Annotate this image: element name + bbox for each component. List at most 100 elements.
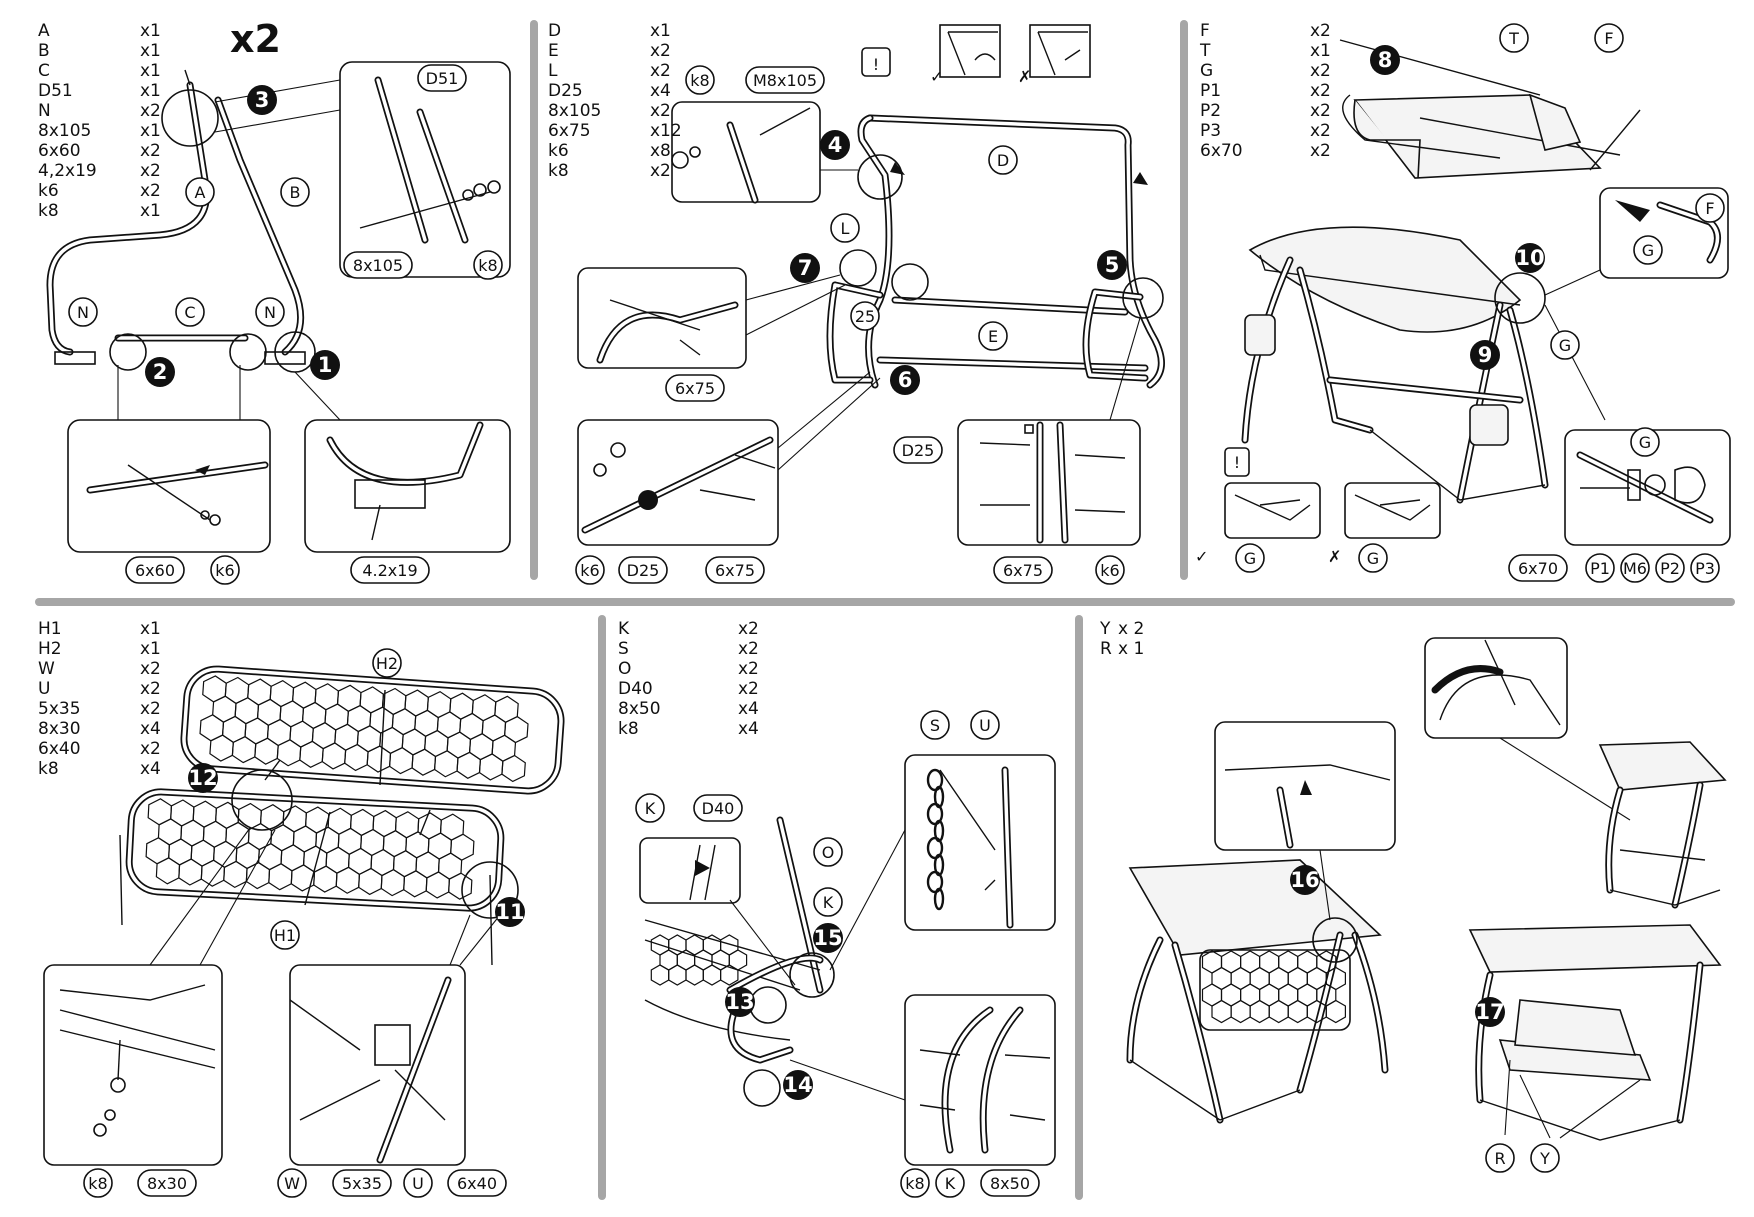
part-code: 8x105 <box>548 101 601 121</box>
part-code: T <box>1199 41 1211 61</box>
callout-y: Y <box>1530 1143 1560 1173</box>
detail-box-spring <box>1214 721 1396 851</box>
swing-without-seat-drawing <box>1598 741 1727 909</box>
part-quantity: x1 <box>140 639 161 659</box>
part-code: Y <box>1099 619 1111 639</box>
callout-label: 6x70 <box>1518 559 1558 578</box>
mesh-cell <box>334 723 359 751</box>
part-code: S <box>618 639 629 659</box>
part-quantity: x2 <box>738 679 759 699</box>
callout-label: k6 <box>1100 561 1119 580</box>
callout-label: 6x60 <box>135 561 175 580</box>
part-quantity: x1 <box>140 619 161 639</box>
mesh-cell <box>481 714 507 742</box>
callout-u: U <box>403 1168 433 1198</box>
mesh-cell <box>145 837 170 865</box>
callout-l: L <box>830 213 860 243</box>
part-quantity: x12 <box>650 121 682 141</box>
part-code: W <box>38 659 55 679</box>
callout-g: G <box>1235 543 1265 573</box>
callout-label: K <box>945 1174 956 1193</box>
callout-p1: P1 <box>1585 553 1615 583</box>
callout-label: 6x75 <box>675 379 715 398</box>
callout-n: N <box>255 297 285 327</box>
step-badge-11: 11 <box>495 897 525 927</box>
mesh-cell <box>356 725 382 753</box>
callout-w: W <box>277 1168 307 1198</box>
part-quantity: x4 <box>738 699 759 719</box>
cross-canopy-icon: ✗ <box>1328 547 1341 566</box>
mesh-cell <box>178 858 203 886</box>
callout-k8: k8 <box>900 1168 930 1198</box>
mesh-cell <box>1249 999 1270 1024</box>
part-quantity: x2 <box>650 161 671 181</box>
mesh-cell <box>314 683 340 711</box>
swing-with-cushion-drawing <box>1468 924 1722 1141</box>
mesh-cell <box>221 715 247 744</box>
mesh-cell <box>337 827 363 855</box>
swing-assembled-drawing <box>1241 226 1549 504</box>
chain-link <box>933 887 945 911</box>
callout-h6x75: 6x75 <box>705 556 765 584</box>
mesh-cell <box>468 733 494 761</box>
callout-label: G <box>1559 336 1571 355</box>
mesh-cell <box>213 840 238 868</box>
part-code: k8 <box>618 719 639 739</box>
callout-e: E <box>978 321 1008 351</box>
mesh-cell <box>311 722 337 750</box>
callout-label: P1 <box>1590 559 1610 578</box>
mesh-cell <box>1268 999 1289 1024</box>
incorrect-inset <box>1029 24 1091 78</box>
part-code: 6x60 <box>38 141 81 161</box>
part-quantity: x4 <box>738 719 759 739</box>
mesh-cell <box>202 820 228 848</box>
divider-v3 <box>598 615 606 1200</box>
mesh-cell <box>685 964 704 986</box>
step-number: 8 <box>1378 48 1393 72</box>
step-number: 17 <box>1475 1000 1504 1024</box>
mesh-cell <box>391 708 417 736</box>
mesh-cell <box>456 751 482 779</box>
step-number: 5 <box>1105 253 1120 277</box>
callout-g: G <box>1550 330 1580 360</box>
mesh-cell <box>381 687 407 716</box>
mesh-cell <box>209 734 234 762</box>
panel-h2-drawing <box>180 665 565 795</box>
callout-label: G <box>1642 241 1654 260</box>
callout-f: F <box>1594 23 1624 53</box>
callout-label: 4.2x19 <box>362 561 417 580</box>
callout-label: D25 <box>627 561 660 580</box>
step-number: 4 <box>828 133 843 157</box>
callout-label: P2 <box>1660 559 1680 578</box>
mesh-cell <box>247 822 273 851</box>
part-quantity: x2 <box>140 161 161 181</box>
step-number: 6 <box>898 368 913 392</box>
mesh-cell <box>346 704 372 733</box>
callout-k: K <box>635 793 665 823</box>
callout-label: k8 <box>478 256 497 275</box>
mesh-cell <box>276 739 302 767</box>
mesh-cell <box>259 804 285 832</box>
detail-box-step-3 <box>339 61 511 278</box>
mesh-cell <box>403 870 428 898</box>
detail-box-step-5 <box>957 419 1141 546</box>
part-code: P1 <box>1200 81 1221 101</box>
callout-label: 6x40 <box>457 1174 497 1193</box>
callout-g: G <box>1630 427 1660 457</box>
callout-label: L <box>841 219 850 238</box>
callout-o: O <box>813 837 843 867</box>
part-code: L <box>548 61 558 81</box>
mesh-cell <box>433 750 459 778</box>
mesh-cell <box>234 697 260 725</box>
mesh-cell <box>299 740 324 768</box>
callout-label: Y <box>1539 1149 1550 1168</box>
callout-n25: 25 <box>850 301 880 331</box>
detail-box-step-4 <box>671 101 821 203</box>
mesh-cell <box>292 825 318 853</box>
callout-t: T <box>1499 23 1529 53</box>
part-quantity: x1 <box>140 61 161 81</box>
callout-label: H2 <box>376 654 398 673</box>
mesh-cell <box>437 852 463 880</box>
mesh-cell <box>192 800 217 828</box>
